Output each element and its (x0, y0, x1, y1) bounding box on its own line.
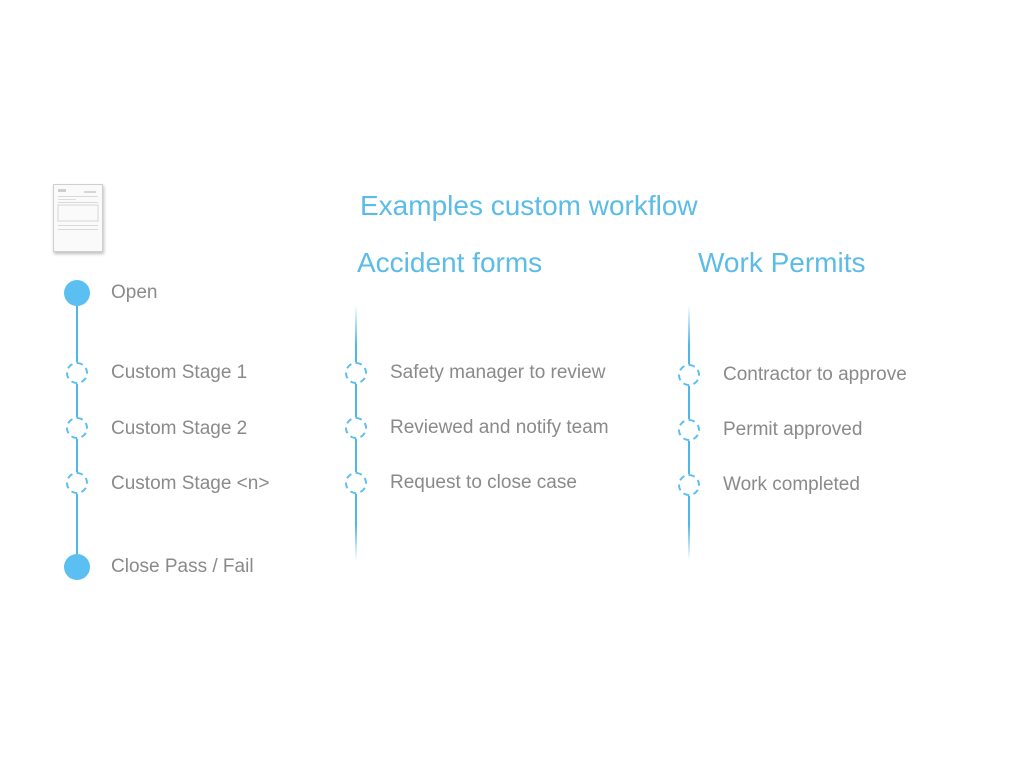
open-stage-node (64, 280, 90, 306)
stage-label-close: Close Pass / Fail (111, 556, 254, 577)
accident-line-fade-top (355, 305, 357, 345)
close-stage-node (64, 554, 90, 580)
accident-stage-label: Reviewed and notify team (390, 417, 609, 438)
permit-stage-label: Work completed (723, 474, 860, 495)
permit-stage-node (678, 364, 700, 386)
stage-label-custom-2: Custom Stage 2 (111, 418, 248, 439)
document-icon (57, 189, 99, 230)
accident-forms-heading: Accident forms (357, 247, 543, 278)
stage-label-custom-n: Custom Stage <n> (111, 473, 270, 494)
custom-stage-node (66, 362, 88, 384)
accident-line-fade-bottom (355, 525, 357, 560)
permits-line-fade-bottom (688, 525, 690, 560)
permit-stage-node (678, 419, 700, 441)
accident-stage-label: Safety manager to review (390, 362, 606, 383)
permit-stage-label: Permit approved (723, 419, 863, 440)
custom-stage-node (66, 417, 88, 439)
permit-stage-label: Contractor to approve (723, 364, 907, 385)
stage-label-custom-1: Custom Stage 1 (111, 362, 248, 383)
custom-stage-node (66, 472, 88, 494)
stage-label-open: Open (111, 282, 158, 303)
diagram-title: Examples custom workflow (360, 190, 698, 221)
work-permits-heading: Work Permits (698, 247, 866, 278)
accident-stage-node (345, 417, 367, 439)
accident-stage-label: Request to close case (390, 472, 577, 493)
accident-stage-node (345, 362, 367, 384)
form-document-thumbnail (53, 184, 103, 252)
permit-stage-node (678, 474, 700, 496)
permits-line-fade-top (688, 305, 690, 345)
accident-stage-node (345, 472, 367, 494)
